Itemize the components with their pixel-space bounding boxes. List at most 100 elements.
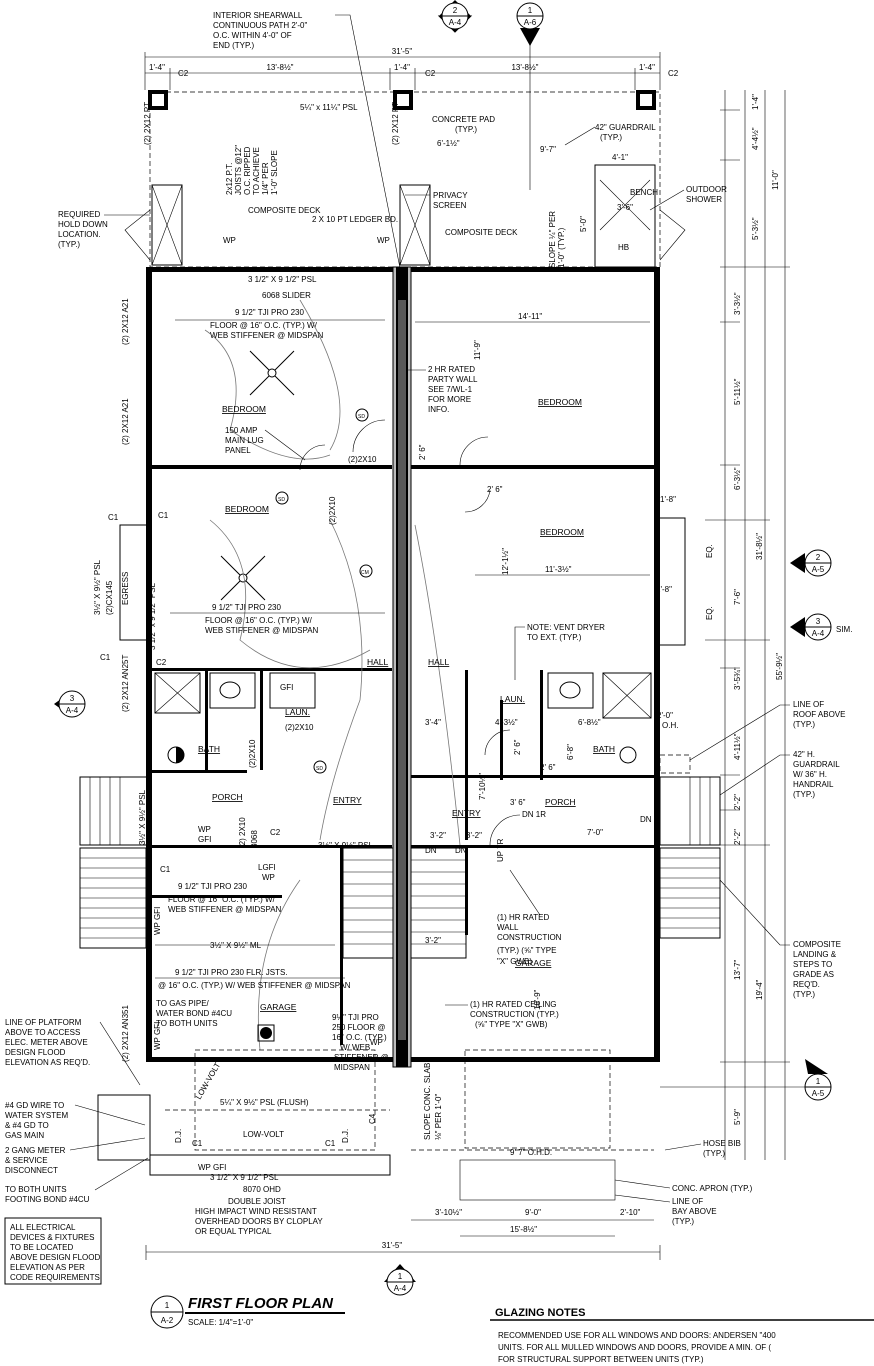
tag-c1: C2 bbox=[270, 828, 281, 837]
svg-text:(TYP.): (TYP.) bbox=[600, 133, 622, 142]
svg-text:HOSE BIB: HOSE BIB bbox=[703, 1139, 741, 1148]
co-monitor bbox=[359, 564, 373, 578]
svg-text:REQUIRED: REQUIRED bbox=[58, 210, 100, 219]
svg-text:⅛" PER 1'-0": ⅛" PER 1'-0" bbox=[434, 1094, 443, 1140]
section-marker-3-a4-left[interactable]: 3 A-4 bbox=[54, 690, 86, 718]
note-hose-bib: HOSE BIB (TYP.) bbox=[664, 1139, 741, 1158]
hb-label: HB bbox=[618, 243, 629, 252]
svg-text:2x12 P.T.: 2x12 P.T. bbox=[225, 163, 234, 195]
wp-label: WP bbox=[198, 825, 211, 834]
svg-text:JOISTS @12": JOISTS @12" bbox=[234, 145, 243, 195]
note-guardrail: 42" GUARDRAIL (TYP.) bbox=[564, 123, 656, 146]
svg-text:LOCATION.: LOCATION. bbox=[58, 230, 101, 239]
svg-text:FOR MORE: FOR MORE bbox=[428, 395, 471, 404]
svg-text:(TYP.): (TYP.) bbox=[793, 990, 815, 999]
room-bedroom: BEDROOM bbox=[538, 397, 582, 407]
marker-sheet: A-4 bbox=[812, 629, 825, 638]
svg-text:NOTE: VENT DRYER: NOTE: VENT DRYER bbox=[527, 623, 605, 632]
glazing-line: FOR STRUCTURAL SUPPORT BETWEEN UNITS (TY… bbox=[498, 1355, 704, 1364]
dim-top-2: 13'-8½" bbox=[266, 63, 293, 72]
note-ledger: 2 X 10 PT LEDGER BD. bbox=[312, 215, 398, 224]
right-exterior-stair bbox=[659, 847, 721, 939]
svg-text:1'-0" SLOPE: 1'-0" SLOPE bbox=[270, 150, 279, 195]
dim: 15'-8½" bbox=[510, 1225, 537, 1234]
note-gas-pipe: TO GAS PIPE/ WATER BOND #4CU TO BOTH UNI… bbox=[156, 999, 232, 1028]
svg-text:SLOPE ¼" PER: SLOPE ¼" PER bbox=[548, 211, 557, 268]
note-outdoor-shower: OUTDOOR SHOWER bbox=[649, 185, 727, 211]
svg-text:STIFFENER @: STIFFENER @ bbox=[334, 1053, 389, 1062]
psl-label: 3½" X 9½" PSL bbox=[93, 559, 102, 615]
svg-text:TO GAS PIPE/: TO GAS PIPE/ bbox=[156, 999, 210, 1008]
svg-text:2 HR RATED: 2 HR RATED bbox=[428, 365, 475, 374]
psl-top: 5¼" x 11¼" PSL bbox=[300, 103, 358, 112]
dim: 6'-8½" bbox=[578, 718, 601, 727]
interior-walls bbox=[152, 465, 654, 1045]
svg-text:(TYP.): (TYP.) bbox=[455, 125, 477, 134]
section-marker-2-a5[interactable]: 2 A-5 bbox=[790, 549, 832, 577]
header-label: (2)2X10 bbox=[248, 739, 257, 768]
svg-text:SEE 7/WL-1: SEE 7/WL-1 bbox=[428, 385, 473, 394]
dim-overall-top: 31'-5" bbox=[392, 47, 413, 56]
svg-text:OVERHEAD DOORS BY CLOPLAY: OVERHEAD DOORS BY CLOPLAY bbox=[195, 1217, 323, 1226]
deck-label: COMPOSITE DECK bbox=[445, 228, 518, 237]
note-electrical: ALL ELECTRICAL DEVICES & FIXTURES TO BE … bbox=[4, 1217, 102, 1285]
svg-text:TO EXT. (TYP.): TO EXT. (TYP.) bbox=[527, 633, 582, 642]
svg-text:(TYP.) (⅝" TYPE: (TYP.) (⅝" TYPE bbox=[497, 946, 556, 955]
header-label: (2) 2X10 bbox=[238, 817, 247, 848]
beam-label: (2) 2X12 PT bbox=[391, 102, 400, 145]
dim: 4'-1" bbox=[612, 153, 628, 162]
marker-sheet: A-4 bbox=[449, 18, 462, 27]
svg-text:5'-11½": 5'-11½" bbox=[733, 378, 742, 405]
svg-text:PRIVACY: PRIVACY bbox=[433, 191, 468, 200]
beam-label: (2) 2X12 A21 bbox=[121, 298, 130, 345]
psl-label: 3 1/2" x 9 1/2" PSL bbox=[148, 582, 157, 650]
svg-text:ALL ELECTRICAL: ALL ELECTRICAL bbox=[10, 1223, 76, 1232]
meter-platform bbox=[97, 1094, 151, 1161]
svg-text:CONCRETE PAD: CONCRETE PAD bbox=[432, 115, 495, 124]
marker-num: 2 bbox=[453, 6, 458, 15]
svg-text:GAS MAIN: GAS MAIN bbox=[5, 1131, 44, 1140]
dim-top-5: 1'-4" bbox=[639, 63, 655, 72]
note-gd-wire: #4 GD WIRE TO WATER SYSTEM & #4 GD TO GA… bbox=[5, 1101, 146, 1140]
dim: 18'-9" bbox=[533, 989, 542, 1010]
floor-label: FLOOR @ 16" O.C. (TYP.) W/ bbox=[210, 321, 318, 330]
dim: 6'-1½" bbox=[437, 139, 460, 148]
dim: 2'-10" bbox=[620, 1208, 641, 1217]
egress-header: (2)CX145 bbox=[105, 580, 114, 615]
section-marker-3-a4-right[interactable]: 3 A-4 bbox=[790, 613, 832, 641]
glazing-line: RECOMMENDED USE FOR ALL WINDOWS AND DOOR… bbox=[498, 1331, 776, 1340]
svg-text:O.C. WITHIN 4'-0" OF: O.C. WITHIN 4'-0" OF bbox=[213, 31, 292, 40]
glazing-notes: GLAZING NOTES RECOMMENDED USE FOR ALL WI… bbox=[490, 1307, 874, 1364]
section-marker-2-a4-top[interactable]: 2 A-4 bbox=[437, 0, 473, 33]
room-hall: HALL bbox=[367, 657, 389, 667]
note-privacy-screen: PRIVACY SCREEN bbox=[405, 191, 468, 210]
svg-text:250 FLOOR @: 250 FLOOR @ bbox=[332, 1023, 385, 1032]
svg-text:3'-5¾": 3'-5¾" bbox=[733, 667, 742, 690]
note-tji-garage: 9½" TJI PRO 250 FLOOR @ 16" O.C. (TYP.) … bbox=[332, 1013, 389, 1072]
section-marker-1-a4-bottom[interactable]: 1 A-4 bbox=[384, 1264, 416, 1296]
drawing-title: 1 A-2 FIRST FLOOR PLAN SCALE: 1/4"=1'-0" bbox=[150, 1295, 345, 1329]
tag-c1: C1 bbox=[158, 511, 169, 520]
floor-label: FLOOR @ 16" O.C. (TYP.) W/ bbox=[168, 895, 276, 904]
toilet bbox=[619, 746, 637, 764]
svg-text:(⅝" TYPE "X" GWB): (⅝" TYPE "X" GWB) bbox=[475, 1020, 548, 1029]
svg-text:OUTDOOR: OUTDOOR bbox=[686, 185, 727, 194]
svg-text:9½" TJI PRO: 9½" TJI PRO bbox=[332, 1013, 379, 1022]
svg-text:REQ'D.: REQ'D. bbox=[793, 980, 820, 989]
note-composite-landing: COMPOSITE LANDING & STEPS TO GRADE AS RE… bbox=[719, 879, 841, 999]
dim: 1'-8" bbox=[656, 585, 672, 594]
svg-text:DEVICES & FIXTURES: DEVICES & FIXTURES bbox=[10, 1233, 94, 1242]
svg-text:GUARDRAIL: GUARDRAIL bbox=[793, 760, 840, 769]
sd-label: SD bbox=[358, 414, 365, 420]
floor-label: @ 16" O.C. (TYP.) W/ WEB STIFFENER @ MID… bbox=[158, 981, 351, 990]
dim: 7'-0" bbox=[587, 828, 603, 837]
dim: 4'-3½" bbox=[495, 718, 518, 727]
dim: 6'-8" bbox=[566, 744, 575, 760]
header-label: (2)2X10 bbox=[328, 496, 337, 525]
tji-label: 9 1/2" TJI PRO 230 bbox=[212, 603, 282, 612]
dj-label: D.J. bbox=[341, 1129, 350, 1143]
header-label: 3068 bbox=[250, 830, 259, 848]
section-marker-1-a5[interactable]: 1 A-5 bbox=[804, 1059, 832, 1101]
dim-top-1: 1'-4" bbox=[149, 63, 165, 72]
note-joists: 2x12 P.T. JOISTS @12" O.C. RIPPED TO ACH… bbox=[225, 145, 279, 195]
